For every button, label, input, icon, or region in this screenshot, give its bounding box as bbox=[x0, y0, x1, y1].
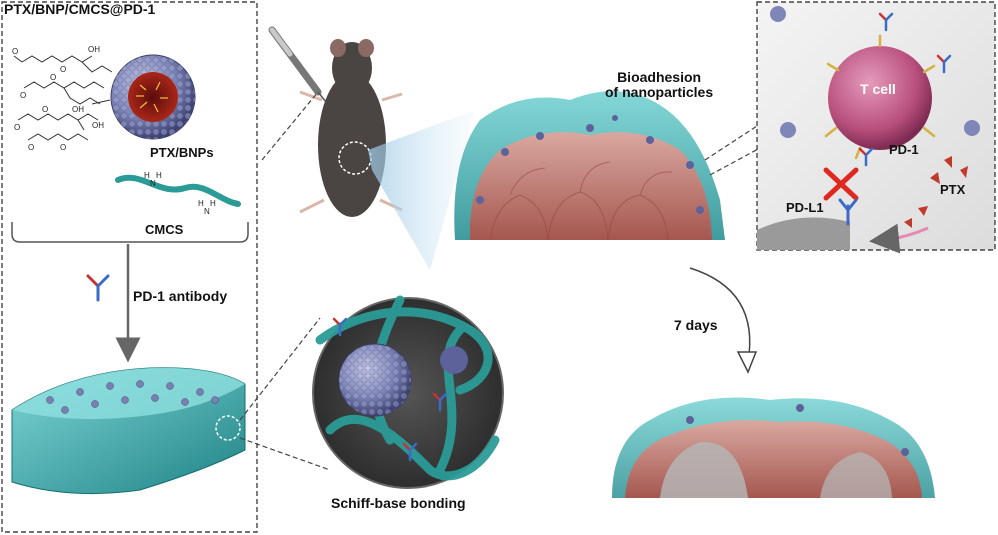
svg-text:O: O bbox=[14, 123, 20, 132]
svg-text:O: O bbox=[60, 65, 66, 74]
aldehyde-atom-labels: O O OH O O OH O O OH O O bbox=[12, 45, 104, 152]
mouse-icon bbox=[299, 39, 403, 217]
cmcs-polymer-strand bbox=[115, 174, 241, 207]
zoom-line bbox=[239, 437, 331, 471]
schiff-base-caption: Schiff-base bonding bbox=[331, 495, 466, 511]
zoom-line bbox=[704, 123, 761, 161]
svg-text:H: H bbox=[198, 199, 204, 208]
zoom-line bbox=[261, 91, 319, 161]
panel-nanoparticles bbox=[770, 6, 980, 138]
svg-text:H: H bbox=[144, 171, 150, 180]
free-antibody-icon bbox=[858, 12, 952, 167]
bioadhesion-caption-line1: Bioadhesion bbox=[617, 69, 702, 85]
left-panel-border bbox=[1, 1, 258, 533]
svg-text:O: O bbox=[20, 91, 26, 100]
pdl1-label: PD-L1 bbox=[786, 200, 824, 215]
bioadhesion-caption: Bioadhesion of nanoparticles bbox=[605, 70, 713, 99]
hydrogel-slab bbox=[11, 367, 246, 495]
ptx-molecules bbox=[904, 156, 968, 228]
zoom-line bbox=[709, 147, 761, 176]
amine-group-labels: HNH HNH bbox=[144, 171, 216, 216]
zoom-line bbox=[239, 317, 321, 421]
pd1-label: PD-1 bbox=[889, 142, 919, 157]
antibody-icon bbox=[86, 274, 110, 302]
pd-l1-receptor bbox=[757, 198, 858, 250]
svg-text:OH: OH bbox=[88, 45, 100, 54]
syringe-icon bbox=[268, 26, 335, 113]
tumor-after-treatment bbox=[612, 397, 935, 498]
drug-delivery-arrow bbox=[869, 223, 929, 254]
nanoparticle-label: PTX/BNPs bbox=[150, 145, 214, 160]
polymer-label: CMCS bbox=[145, 222, 184, 237]
component-bracket bbox=[11, 222, 249, 243]
t-cell-label: T cell bbox=[860, 81, 896, 97]
svg-text:O: O bbox=[60, 143, 66, 152]
svg-text:N: N bbox=[150, 179, 156, 188]
svg-text:N: N bbox=[204, 207, 210, 216]
bioadhesion-caption-line2: of nanoparticles bbox=[605, 83, 714, 100]
hydrogel-zoom-spot bbox=[215, 415, 241, 441]
svg-text:OH: OH bbox=[72, 105, 84, 114]
t-cell bbox=[824, 34, 936, 160]
magnification-beam bbox=[368, 110, 475, 270]
svg-text:H: H bbox=[210, 199, 216, 208]
aldehyde-structure bbox=[13, 55, 113, 141]
formulation-title: PTX/BNP/CMCS@PD-1 bbox=[4, 1, 156, 17]
svg-text:O: O bbox=[12, 47, 18, 56]
svg-text:H: H bbox=[156, 171, 162, 180]
svg-text:O: O bbox=[28, 143, 34, 152]
ptx-label: PTX bbox=[940, 182, 966, 197]
seven-day-arrow bbox=[689, 267, 751, 363]
ptx-bnp-nanoparticle bbox=[110, 54, 196, 140]
schiff-base-zoom bbox=[312, 295, 504, 489]
antibody-step-label: PD-1 antibody bbox=[133, 288, 228, 304]
block-x-icon bbox=[823, 167, 859, 201]
svg-text:O: O bbox=[42, 105, 48, 114]
tumor-with-hydrogel bbox=[454, 91, 725, 241]
seven-day-arrowhead bbox=[736, 351, 758, 374]
time-step-label: 7 days bbox=[674, 317, 718, 333]
svg-text:OH: OH bbox=[92, 121, 104, 130]
svg-text:O: O bbox=[50, 73, 56, 82]
